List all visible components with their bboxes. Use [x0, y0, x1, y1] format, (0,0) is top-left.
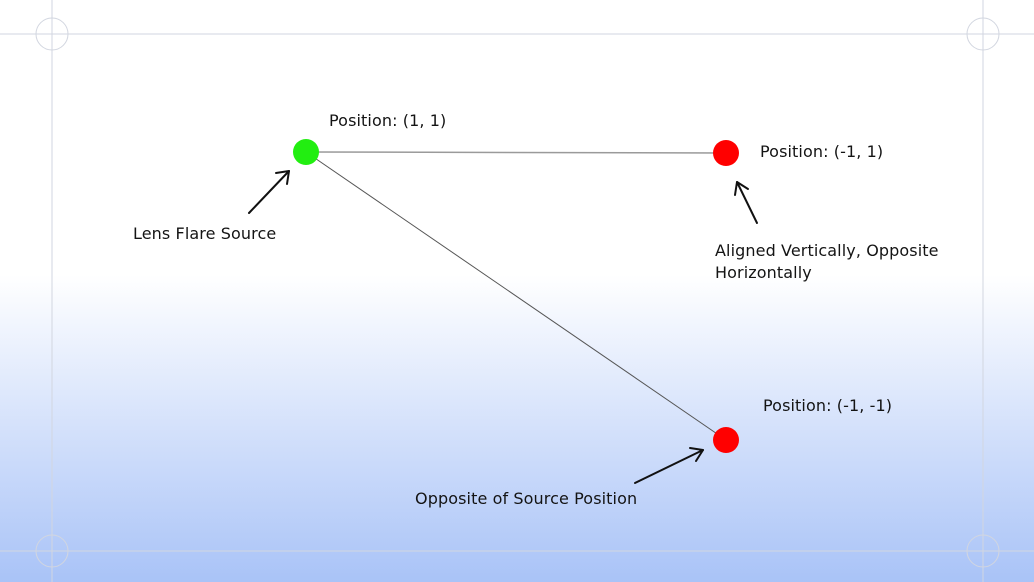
lens-flare-source-annotation: Lens Flare Source	[133, 224, 277, 243]
diagonal-opposite-point	[713, 427, 739, 453]
diagonal-connector	[305, 151, 727, 441]
source-point	[293, 139, 319, 165]
diagonal-opposite-position-label: Position: (-1, -1)	[763, 396, 893, 415]
aligned-annotation: Aligned Vertically, Opposite Horizontall…	[715, 241, 939, 282]
opposite-source-arrow	[634, 447, 704, 484]
corner-guide-circle-bottom-left	[35, 534, 69, 568]
horizontal-opposite-point	[713, 140, 739, 166]
corner-guide-circle-top-right	[966, 17, 1000, 51]
opposite-source-annotation: Opposite of Source Position	[415, 489, 638, 508]
corner-guide-circle-top-left	[35, 17, 69, 51]
aligned-arrow	[734, 181, 758, 224]
lens-flare-source-arrow	[248, 170, 290, 214]
horizontal-connector	[305, 151, 727, 154]
horizontal-opposite-position-label: Position: (-1, 1)	[760, 142, 884, 161]
source-position-label: Position: (1, 1)	[329, 111, 447, 130]
corner-guide-circle-bottom-right	[966, 534, 1000, 568]
